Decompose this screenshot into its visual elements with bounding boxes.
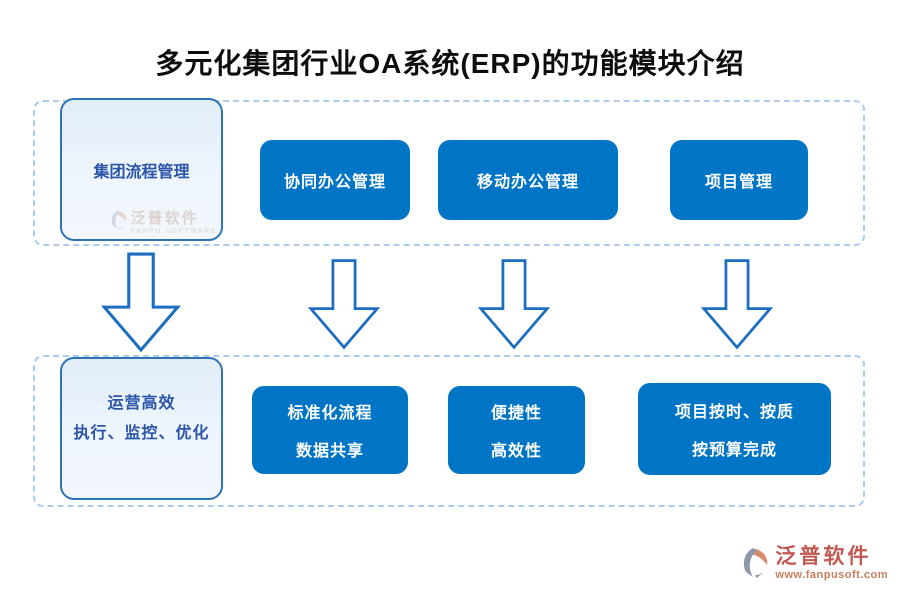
lead-box-operation-efficiency: 运营高效 执行、监控、优化 (60, 357, 223, 500)
brand-logo: 泛普软件 www.fanpusoft.com (738, 546, 888, 585)
down-arrow-icon (100, 252, 182, 357)
lead-box-line2: 执行、监控、优化 (73, 425, 210, 442)
down-arrow-icon (477, 257, 551, 356)
brand-name: 泛普软件 (775, 545, 872, 568)
fanpu-logo-icon (738, 546, 770, 585)
module-label: 协同办公管理 (283, 174, 386, 191)
benefit-box-standardized-process: 标准化流程 数据共享 (252, 386, 408, 474)
lead-box-line1: 运营高效 (107, 395, 176, 412)
benefit-box-convenience: 便捷性 高效性 (448, 386, 585, 474)
benefit-line2: 数据共享 (295, 443, 364, 460)
watermark: 泛普软件 FANPU SOFTWARE (108, 210, 217, 235)
down-arrow-icon (700, 257, 774, 356)
module-label: 项目管理 (704, 174, 773, 191)
benefit-line2: 高效性 (490, 443, 542, 460)
watermark-subtitle: FANPU SOFTWARE (130, 227, 217, 235)
benefit-line1: 便捷性 (490, 405, 542, 422)
watermark-name: 泛普软件 (130, 209, 199, 227)
page-title: 多元化集团行业OA系统(ERP)的功能模块介绍 (155, 48, 745, 79)
benefit-line1: 标准化流程 (287, 405, 373, 422)
module-box-collaborative-office: 协同办公管理 (260, 140, 410, 220)
lead-box-process-management: 集团流程管理 泛普软件 FANPU SOFTWARE (60, 98, 223, 241)
module-box-mobile-office: 移动办公管理 (438, 140, 618, 220)
benefit-line2: 按预算完成 (691, 442, 777, 459)
module-box-project-management: 项目管理 (670, 140, 808, 220)
benefit-line1: 项目按时、按质 (674, 404, 794, 421)
top-modules-container (33, 100, 865, 246)
benefit-box-project-on-time: 项目按时、按质 按预算完成 (638, 383, 831, 475)
bottom-benefits-container (33, 355, 865, 507)
fanpu-watermark-icon (108, 210, 128, 235)
module-label: 移动办公管理 (476, 174, 579, 191)
brand-url: www.fanpusoft.com (775, 569, 888, 581)
lead-box-label: 集团流程管理 (93, 163, 190, 181)
down-arrow-icon (307, 257, 381, 356)
